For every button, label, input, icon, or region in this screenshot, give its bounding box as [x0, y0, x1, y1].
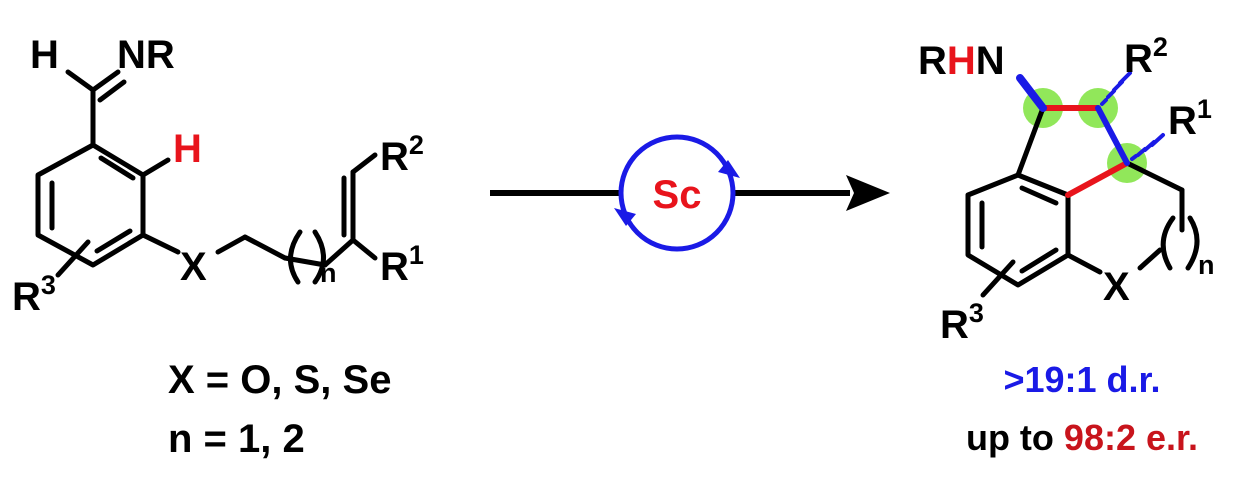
condition-n-values: n = 1, 2	[168, 417, 305, 461]
reactant-imine-double-bond	[97, 79, 127, 103]
reaction-arrow	[490, 175, 890, 211]
condition-x-values: X = O, S, Se	[168, 358, 391, 402]
reactant-chain-bracket-right	[312, 229, 326, 285]
reactant-x-bond	[140, 232, 181, 255]
product-new-bond-red	[1065, 160, 1130, 198]
reactant-alkene-r1-bond	[350, 237, 378, 261]
product-chain-n: n	[1198, 250, 1215, 280]
reactant-r2-label: R2	[380, 130, 424, 179]
catalyst-cycle: Sc	[614, 134, 740, 252]
reactant-chain-bond	[215, 234, 248, 255]
hash-mark-r2	[1106, 89, 1116, 99]
product-new-bonds	[1016, 74, 1130, 198]
reactant-imine-h: H	[30, 33, 59, 77]
reactant-chain-bond	[242, 234, 288, 261]
reactant-aryl-h: H	[173, 127, 202, 171]
product-amine-label: RHN	[918, 39, 1005, 83]
reactant-ring-double-bond	[94, 228, 133, 254]
hash-mark-r1	[1130, 154, 1138, 161]
product-ring-bond	[1124, 160, 1185, 193]
hash-mark-r2	[1100, 98, 1108, 106]
reactant-aryl-ch-bond	[140, 157, 171, 178]
reactant-imine-h-bond	[65, 69, 96, 93]
reactant-ring-double-bond	[98, 155, 136, 181]
product-r3-label: R3	[940, 298, 984, 347]
reactant-imine-double-bond	[90, 69, 121, 93]
product-r2-label: R2	[1124, 32, 1168, 81]
product-chain-bracket-left	[1160, 215, 1176, 271]
reactant-structure	[35, 69, 378, 285]
product-ring-bond	[1015, 105, 1046, 178]
product-chain-bracket-right	[1185, 215, 1200, 271]
reactant-r1-label: R1	[380, 240, 424, 289]
product-ring-bond	[1137, 247, 1163, 271]
product-hashed-bonds	[1100, 71, 1165, 161]
reactant-chain-bond	[282, 255, 328, 268]
product-ring-double-bond	[1019, 185, 1059, 206]
hash-mark-r2	[1118, 71, 1132, 85]
product-r1-label: R1	[1168, 94, 1212, 143]
catalytic-cycle-icon	[618, 134, 736, 252]
reactant-labels: H NR H X n R2 R1 R3	[12, 33, 424, 319]
product-ring-bond	[1065, 252, 1103, 275]
product-r3-bond	[980, 259, 1016, 298]
reactant-imine-nr: NR	[117, 33, 175, 77]
hash-mark-r1	[1150, 133, 1165, 147]
product-linker-x: X	[1103, 265, 1130, 309]
arrow-head	[846, 175, 890, 211]
product-new-bond-blue	[1095, 105, 1130, 166]
reactant-chain-bond	[322, 237, 356, 268]
diastereoselectivity-label: >19:1 d.r.	[1003, 359, 1160, 400]
reactant-chain-n: n	[320, 258, 337, 288]
reactant-alkene-r2-bond	[350, 152, 378, 175]
reactant-r3-label: R3	[12, 270, 56, 319]
product-cn-wedge-bond	[1016, 74, 1047, 112]
cycle-arrowhead-icon	[718, 160, 740, 178]
cycle-arrowhead-icon	[614, 208, 636, 226]
catalyst-label: Sc	[653, 173, 702, 217]
reactant-r3-bond	[55, 239, 91, 278]
product-ring-double-bond	[1019, 247, 1059, 274]
reactant-linker-x: X	[180, 245, 207, 289]
product-labels: RHN R2 R1 X n R3	[918, 32, 1215, 347]
enantioselectivity-label: up to 98:2 e.r.	[966, 417, 1198, 458]
